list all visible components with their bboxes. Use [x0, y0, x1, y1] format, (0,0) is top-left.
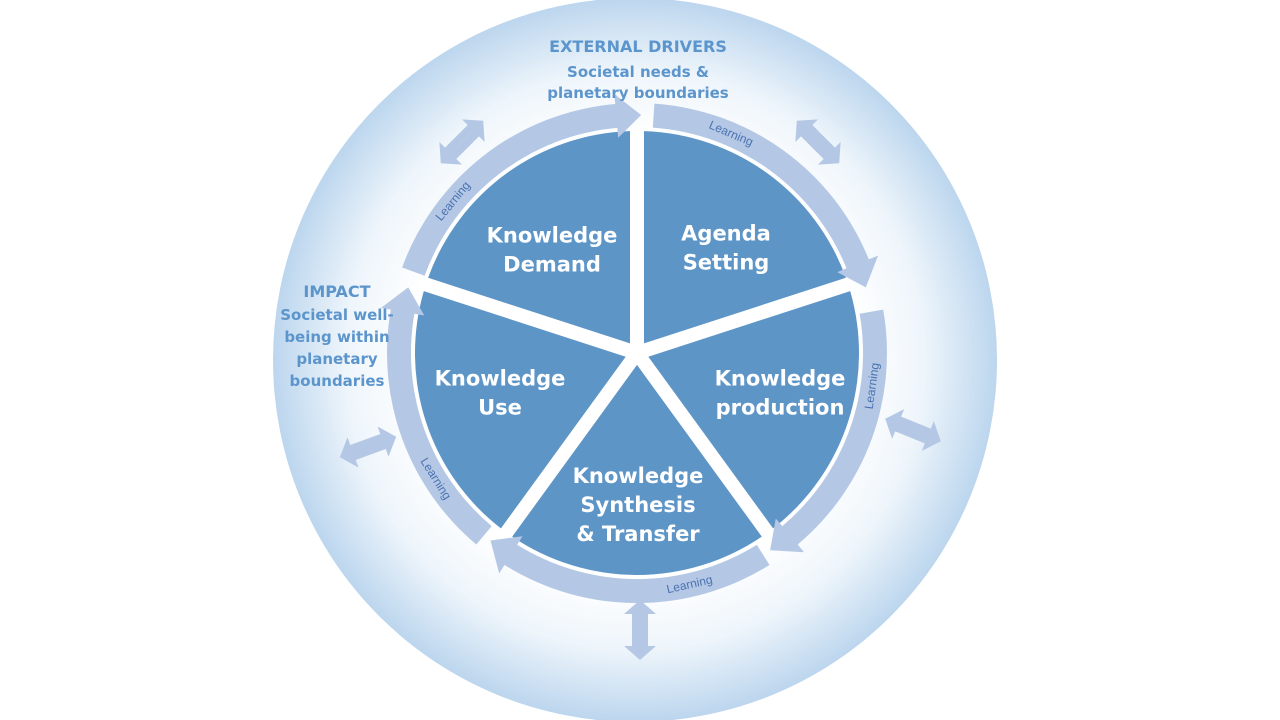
- learning-arrow-1: [402, 94, 642, 276]
- impact-title: IMPACT: [303, 282, 370, 301]
- exchange-double-arrow-2: [795, 119, 841, 165]
- learning-arrow-5: [380, 287, 492, 545]
- segment-label-agenda-setting-line-2: Setting: [683, 251, 770, 275]
- segment-label-knowledge-use-line-2: Use: [478, 396, 522, 420]
- learning-arrow-4: [490, 536, 770, 604]
- impact-line-3: planetary: [296, 350, 378, 368]
- learning-arrow-3: [770, 309, 887, 553]
- impact-line-2: being within: [284, 328, 389, 346]
- segment-label-knowledge-synthesis-transfer-line-3: & Transfer: [576, 522, 700, 546]
- segment-knowledge-synthesis-transfer: [414, 291, 626, 529]
- segment-knowledge-demand: [644, 131, 846, 344]
- exchange-arrows: [339, 119, 941, 660]
- exchange-double-arrow-4: [624, 600, 656, 660]
- external-drivers-line-2: planetary boundaries: [547, 84, 729, 102]
- segment-agenda-setting: [648, 291, 860, 529]
- segment-label-knowledge-production-line-1: Knowledge: [715, 367, 846, 391]
- segment-label-knowledge-use-line-1: Knowledge: [435, 367, 566, 391]
- exchange-double-arrow-1: [439, 119, 485, 165]
- segment-label-knowledge-synthesis-transfer-line-1: Knowledge: [573, 464, 704, 488]
- segment-knowledge-use: [428, 131, 630, 344]
- segment-knowledge-production: [512, 364, 762, 575]
- external-drivers-line-1: Societal needs &: [567, 63, 709, 81]
- external-drivers-title: EXTERNAL DRIVERS: [549, 37, 727, 56]
- exchange-double-arrow-5: [339, 426, 397, 468]
- impact-line-4: boundaries: [290, 372, 385, 390]
- segment-label-agenda-setting-line-1: Agenda: [681, 222, 771, 246]
- exchange-double-arrow-3: [885, 409, 941, 451]
- knowledge-cycle-segments: [414, 131, 860, 575]
- impact-line-1: Societal well-: [280, 306, 394, 324]
- segment-labels: KnowledgeDemandAgendaSettingKnowledgepro…: [435, 222, 846, 547]
- segment-label-knowledge-production-line-2: production: [716, 396, 845, 420]
- segment-label-knowledge-synthesis-transfer-line-2: Synthesis: [580, 493, 695, 517]
- segment-label-knowledge-demand-line-2: Demand: [503, 253, 601, 277]
- learning-label-3: Learning: [862, 362, 882, 410]
- segment-label-knowledge-demand-line-1: Knowledge: [487, 224, 618, 248]
- learning-arrow-2: [652, 103, 879, 288]
